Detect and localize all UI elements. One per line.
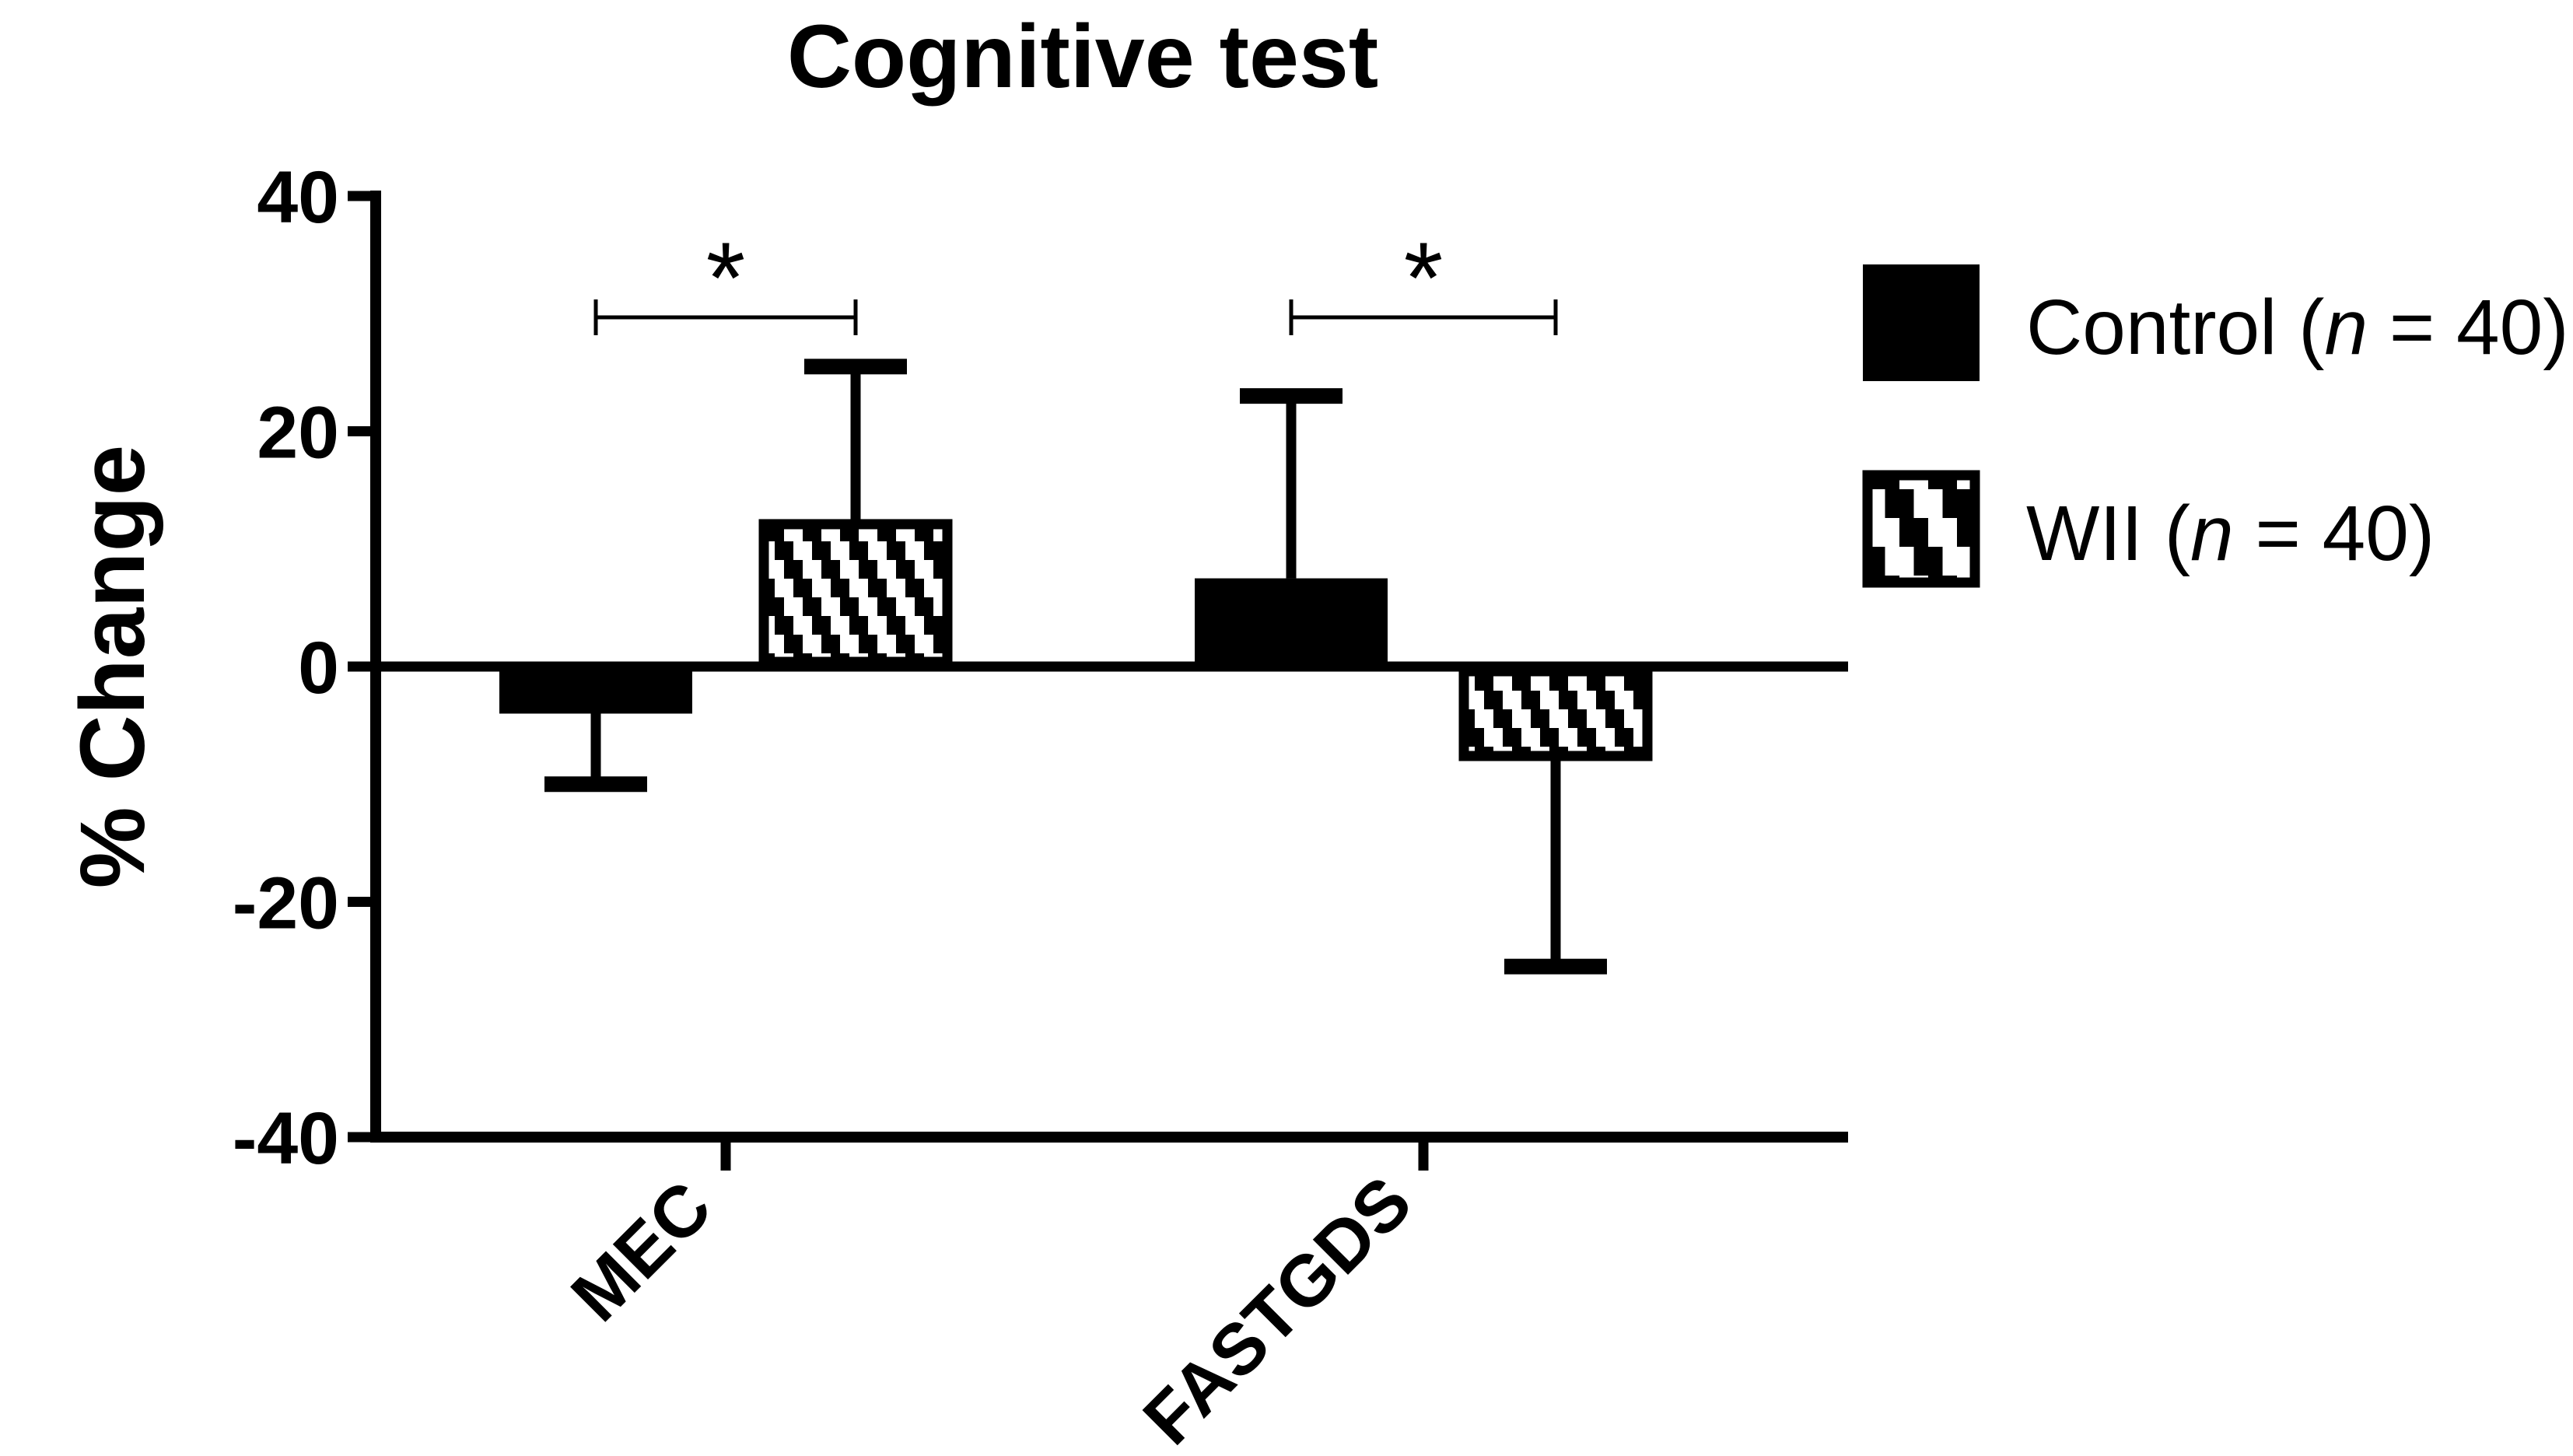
error-bar-stem-bar-fastgds-control <box>1286 396 1297 579</box>
significance-bracket-mec <box>596 315 856 320</box>
legend-label-wii: WII (n = 40) <box>2026 490 2435 577</box>
significance-group: ** <box>593 221 1558 335</box>
y-axis-label: % Change <box>61 445 164 888</box>
significance-bracket-left-tick-mec <box>593 299 598 335</box>
y-tick-label-40: 40 <box>257 156 339 239</box>
y-tick-0 <box>348 661 376 672</box>
error-bar-cap-bar-mec-wii <box>804 359 907 375</box>
x-tick-mec <box>720 1143 731 1171</box>
error-bar-stem-bar-fastgds-wii <box>1550 761 1561 967</box>
bar-mec-wii <box>758 519 953 667</box>
y-tick-label-0: 0 <box>298 627 339 709</box>
legend-label-control-post: = 40) <box>2368 284 2569 371</box>
axes-group <box>348 191 1848 1171</box>
significance-bracket-fastgds <box>1291 315 1556 320</box>
y-tick-20 <box>348 426 376 436</box>
y-tick-40 <box>348 191 376 201</box>
x-axis-line <box>370 1132 1848 1143</box>
bars-group <box>499 519 1653 761</box>
bar-mec-control <box>499 667 692 714</box>
error-bar-stem-bar-mec-wii <box>850 366 861 520</box>
legend: Control (n = 40) WII (n = 40) <box>1862 264 2569 588</box>
error-bar-cap-bar-fastgds-wii <box>1504 958 1607 975</box>
legend-label-control-pre: Control ( <box>2026 284 2324 371</box>
legend-swatch-control <box>1863 264 1980 381</box>
legend-swatch-wii <box>1862 470 1980 588</box>
y-tick-label--40: -40 <box>233 1097 339 1180</box>
legend-label-control: Control (n = 40) <box>2026 284 2569 371</box>
chart-title: Cognitive test <box>787 7 1378 107</box>
legend-label-wii-n: n <box>2190 490 2234 577</box>
significance-bracket-right-tick-mec <box>853 299 858 335</box>
bar-fastgds-wii <box>1458 666 1653 761</box>
y-tick-label--20: -20 <box>233 863 339 945</box>
bar-fastgds-control <box>1195 578 1388 667</box>
significance-asterisk-mec: * <box>706 221 746 334</box>
error-bars-group <box>544 359 1607 975</box>
significance-bracket-left-tick-fastgds <box>1289 299 1294 335</box>
error-bar-cap-bar-fastgds-control <box>1240 388 1343 404</box>
legend-label-control-n: n <box>2324 284 2368 371</box>
significance-asterisk-fastgds: * <box>1404 221 1444 334</box>
significance-bracket-right-tick-fastgds <box>1553 299 1558 335</box>
y-tick--20 <box>348 897 376 907</box>
error-bar-stem-bar-mec-control <box>590 713 601 785</box>
y-tick-label-20: 20 <box>257 392 339 474</box>
legend-label-wii-pre: WII ( <box>2026 490 2190 577</box>
legend-label-wii-post: = 40) <box>2234 490 2435 577</box>
y-tick--40 <box>348 1132 376 1143</box>
error-bar-cap-bar-mec-control <box>544 776 647 793</box>
x-tick-fastgds <box>1418 1143 1429 1171</box>
